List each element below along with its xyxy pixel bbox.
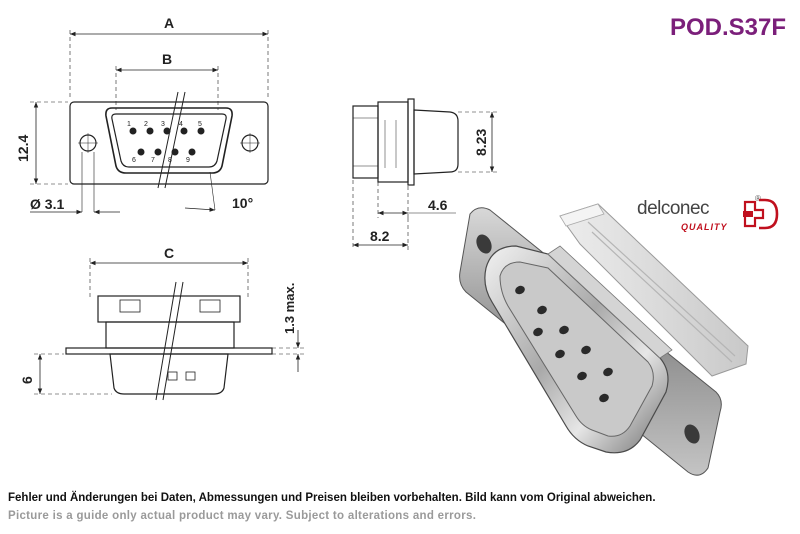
side-view: [352, 98, 498, 250]
hole-diameter-label: Ø 3.1: [30, 196, 64, 212]
pin-label: 4: [179, 121, 183, 128]
registered-mark: ®: [755, 194, 761, 203]
depth-label: 8.2: [370, 228, 390, 244]
disclaimer-english: Picture is a guide only actual product m…: [8, 510, 477, 522]
disclaimer-german: Fehler und Änderungen bei Daten, Abmessu…: [8, 492, 656, 504]
angle-label: 10°: [232, 195, 253, 211]
shell-depth-label: 6: [19, 376, 35, 384]
pin-label: 2: [144, 121, 148, 128]
brand-logo: delconec QUALITY ®: [637, 194, 787, 238]
rivet-protrusion-label: 1.3 max.: [282, 283, 297, 334]
plus-d-logo-icon: [743, 198, 779, 230]
flange-offset-label: 4.6: [428, 197, 448, 213]
part-code-title: POD.S37F: [669, 14, 786, 41]
height-dimension-label: 12.4: [15, 135, 31, 162]
brand-tagline: QUALITY: [681, 222, 728, 232]
dimension-c-label: C: [164, 245, 174, 261]
front-view: [30, 30, 269, 215]
pin-label: 5: [198, 121, 202, 128]
shell-height-label: 8.23: [473, 129, 489, 156]
top-view: [34, 258, 306, 401]
dimension-a-label: A: [164, 15, 174, 31]
pin-number-labels: 1 2 3 4 5 6 7 8 9: [127, 121, 202, 164]
pin-label: 7: [151, 157, 155, 164]
pin-label: 9: [186, 157, 190, 164]
connector-product-image: [459, 203, 749, 476]
brand-name: delconec: [637, 198, 710, 219]
pin-label: 6: [132, 157, 136, 164]
dimension-b-label: B: [162, 51, 172, 67]
pin-label: 8: [168, 157, 172, 164]
pin-label: 1: [127, 121, 131, 128]
pin-label: 3: [161, 121, 165, 128]
